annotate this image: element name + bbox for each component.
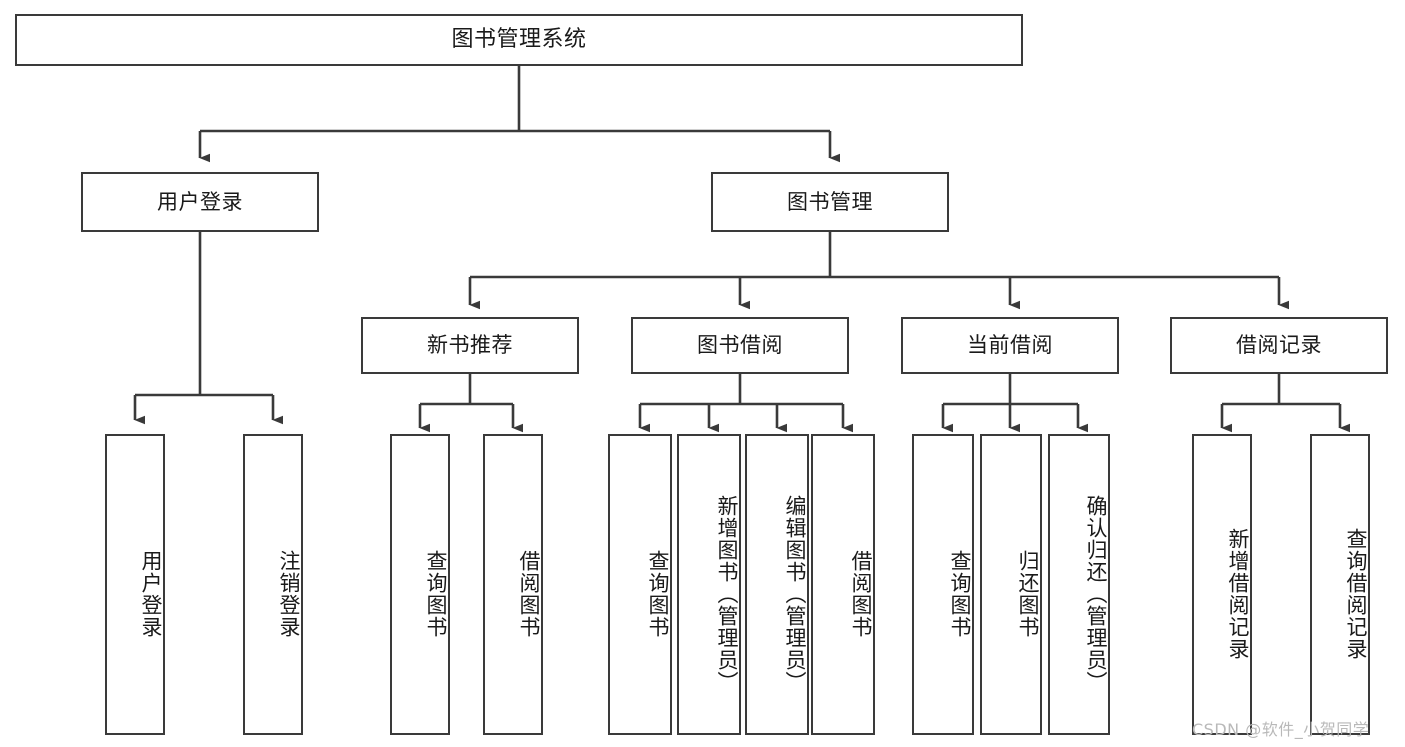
leaf-borrow-book-2[interactable]: 借阅图书: [811, 434, 875, 735]
leaf-edit-book[interactable]: 编辑图书（管理员）: [745, 434, 809, 735]
leaf-query-book-3[interactable]: 查询图书: [912, 434, 974, 735]
node-current-borrow[interactable]: 当前借阅: [901, 317, 1119, 374]
leaf-return-book[interactable]: 归还图书: [980, 434, 1042, 735]
node-borrow-record[interactable]: 借阅记录: [1170, 317, 1388, 374]
node-book-manage[interactable]: 图书管理: [711, 172, 949, 232]
node-root[interactable]: 图书管理系统: [15, 14, 1023, 66]
leaf-borrow-book-1[interactable]: 借阅图书: [483, 434, 543, 735]
leaf-user-logout[interactable]: 注销登录: [243, 434, 303, 735]
leaf-query-book-2[interactable]: 查询图书: [608, 434, 672, 735]
leaf-query-record[interactable]: 查询借阅记录: [1310, 434, 1370, 735]
node-new-book-rec[interactable]: 新书推荐: [361, 317, 579, 374]
leaf-add-record[interactable]: 新增借阅记录: [1192, 434, 1252, 735]
csdn-watermark: CSDN @软件_小贺同学: [1192, 720, 1370, 739]
node-user-login[interactable]: 用户登录: [81, 172, 319, 232]
leaf-confirm-return[interactable]: 确认归还（管理员）: [1048, 434, 1110, 735]
leaf-add-book[interactable]: 新增图书（管理员）: [677, 434, 741, 735]
leaf-user-login[interactable]: 用户登录: [105, 434, 165, 735]
node-book-borrow[interactable]: 图书借阅: [631, 317, 849, 374]
leaf-query-book-1[interactable]: 查询图书: [390, 434, 450, 735]
